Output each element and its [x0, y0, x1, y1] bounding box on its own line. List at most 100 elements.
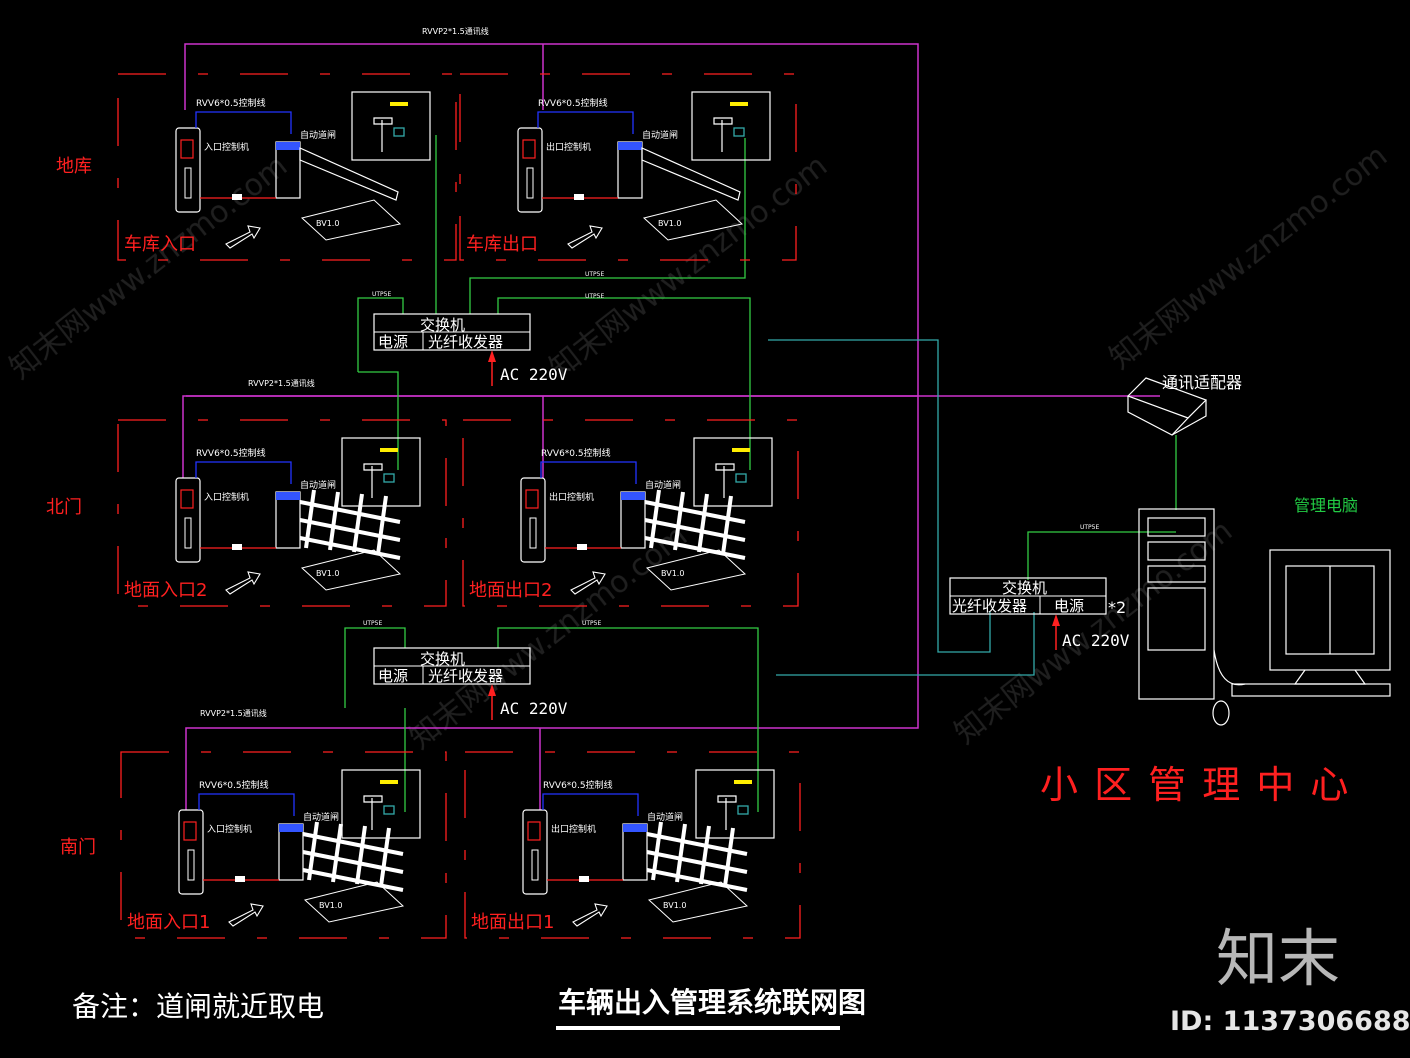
direction-arrow-icon [572, 903, 608, 927]
power-label: 电源 [1054, 597, 1084, 615]
watermark-logo: 知末 [1216, 922, 1340, 995]
camera-panel [341, 769, 421, 839]
switch-box-center: 交换机 光纤收发器 电源 *2 AC 220V [949, 577, 1130, 650]
card-reader-icon [526, 167, 534, 199]
utp-label: UTP5E [363, 620, 382, 627]
camera-panel [695, 769, 775, 839]
control-cable-label: RVV6*0.5控制线 [196, 97, 266, 109]
zone-border [462, 419, 799, 607]
rvvp-bus [182, 43, 1160, 810]
junction-box [232, 194, 242, 200]
fence-barrier-arm [299, 489, 401, 560]
diagram-title: 车辆出入管理系统联网图 [558, 986, 866, 1019]
barrier-top [276, 142, 300, 150]
controller-label: 出口控制机 [549, 491, 594, 503]
zone-border [117, 73, 457, 261]
comm-adapter: 通讯适配器 [1126, 373, 1242, 436]
card-reader-icon [529, 517, 537, 549]
zones-layer: RVV6*0.5控制线入口控制机自动道闸BV1.0车库入口RVV6*0.5控制线… [117, 73, 801, 939]
switch-label: 交换机 [420, 650, 465, 668]
camera-pole-icon [363, 463, 383, 498]
direction-arrow-icon [228, 903, 264, 927]
controller-machine [522, 809, 548, 895]
card-reader-icon [184, 167, 192, 199]
area-label-south: 南门 [60, 837, 96, 858]
camera-icon [383, 473, 395, 483]
barrier-top [276, 492, 300, 500]
pc-keyboard [1231, 683, 1391, 697]
fiber-lines [768, 339, 1035, 676]
loop-label: BV1.0 [316, 219, 339, 228]
zone-label: 地面入口2 [124, 580, 207, 601]
controller-label: 出口控制机 [546, 141, 591, 153]
zone-label: 地面出口2 [469, 580, 552, 601]
rvvp-label-mid: RVVP2*1.5通讯线 [248, 378, 315, 388]
power-label: 电源 [378, 333, 408, 351]
controller-label: 入口控制机 [204, 491, 249, 503]
rvvp-label-top: RVVP2*1.5通讯线 [422, 26, 489, 36]
direction-arrow-icon [225, 225, 261, 249]
ticket-slot-icon [525, 489, 539, 509]
junction-box [579, 876, 589, 882]
control-cable [537, 111, 634, 134]
barrier-label: 自动道闸 [647, 811, 683, 823]
times2-label: *2 [1108, 598, 1126, 617]
yellow-mark [730, 102, 748, 106]
switch-box-top: 交换机 电源 光纤收发器 AC 220V [373, 313, 568, 386]
yellow-mark [732, 448, 750, 452]
barrier-top [279, 824, 303, 832]
ac-label: AC 220V [500, 699, 568, 718]
barrier-arm [641, 147, 741, 201]
ac-label: AC 220V [1062, 631, 1130, 650]
utp-label: UTP5E [585, 271, 604, 278]
management-center-title: 小 区 管 理 中 心 [1040, 763, 1350, 807]
camera-icon [735, 473, 747, 483]
barrier-label: 自动道闸 [300, 479, 336, 491]
comm-adapter-label: 通讯适配器 [1162, 373, 1242, 392]
ticket-slot-icon [527, 821, 541, 841]
fence-barrier-arm [644, 489, 746, 560]
control-cable [195, 111, 292, 134]
area-label-garage: 地库 [56, 156, 92, 177]
pc-tower [1138, 508, 1215, 700]
direction-arrow-icon [570, 571, 606, 595]
camera-panel [341, 437, 421, 507]
zone-border [464, 751, 801, 939]
camera-panel [691, 91, 771, 161]
utp-cables [344, 135, 1177, 812]
ground-loop [300, 199, 402, 241]
fiber-transceiver-label: 光纤收发器 [428, 667, 503, 685]
fiber-transceiver-label: 光纤收发器 [428, 333, 503, 351]
junction-box [574, 194, 584, 200]
card-reader-icon [531, 849, 539, 881]
control-cable-label: RVV6*0.5控制线 [199, 779, 269, 791]
barrier-top [623, 824, 647, 832]
card-reader-icon [187, 849, 195, 881]
direction-arrow-icon [225, 571, 261, 595]
pc-mouse [1212, 700, 1230, 726]
camera-pole-icon [715, 463, 735, 498]
title-underline [556, 1026, 840, 1030]
switch-box-bottom: 交换机 电源 光纤收发器 AC 220V [373, 647, 568, 720]
control-cable-label: RVV6*0.5控制线 [541, 447, 611, 459]
loop-label: BV1.0 [319, 901, 342, 910]
zone-label: 车库入口 [124, 234, 196, 255]
yellow-mark [380, 780, 398, 784]
controller-machine [520, 477, 546, 563]
controller-machine [175, 477, 201, 563]
barrier-label: 自动道闸 [303, 811, 339, 823]
ticket-slot-icon [180, 489, 194, 509]
management-pc: 管理电脑 [1138, 496, 1391, 726]
control-cable [542, 793, 639, 816]
watermark-id: ID: 1137306688 [1170, 1006, 1410, 1037]
fiber-transceiver-label: 光纤收发器 [952, 597, 1027, 615]
barrier-label: 自动道闸 [642, 129, 678, 141]
controller-label: 出口控制机 [551, 823, 596, 835]
utp-label: UTP5E [585, 293, 604, 300]
utp-label: UTP5E [582, 620, 601, 627]
ground-loop [642, 199, 744, 241]
